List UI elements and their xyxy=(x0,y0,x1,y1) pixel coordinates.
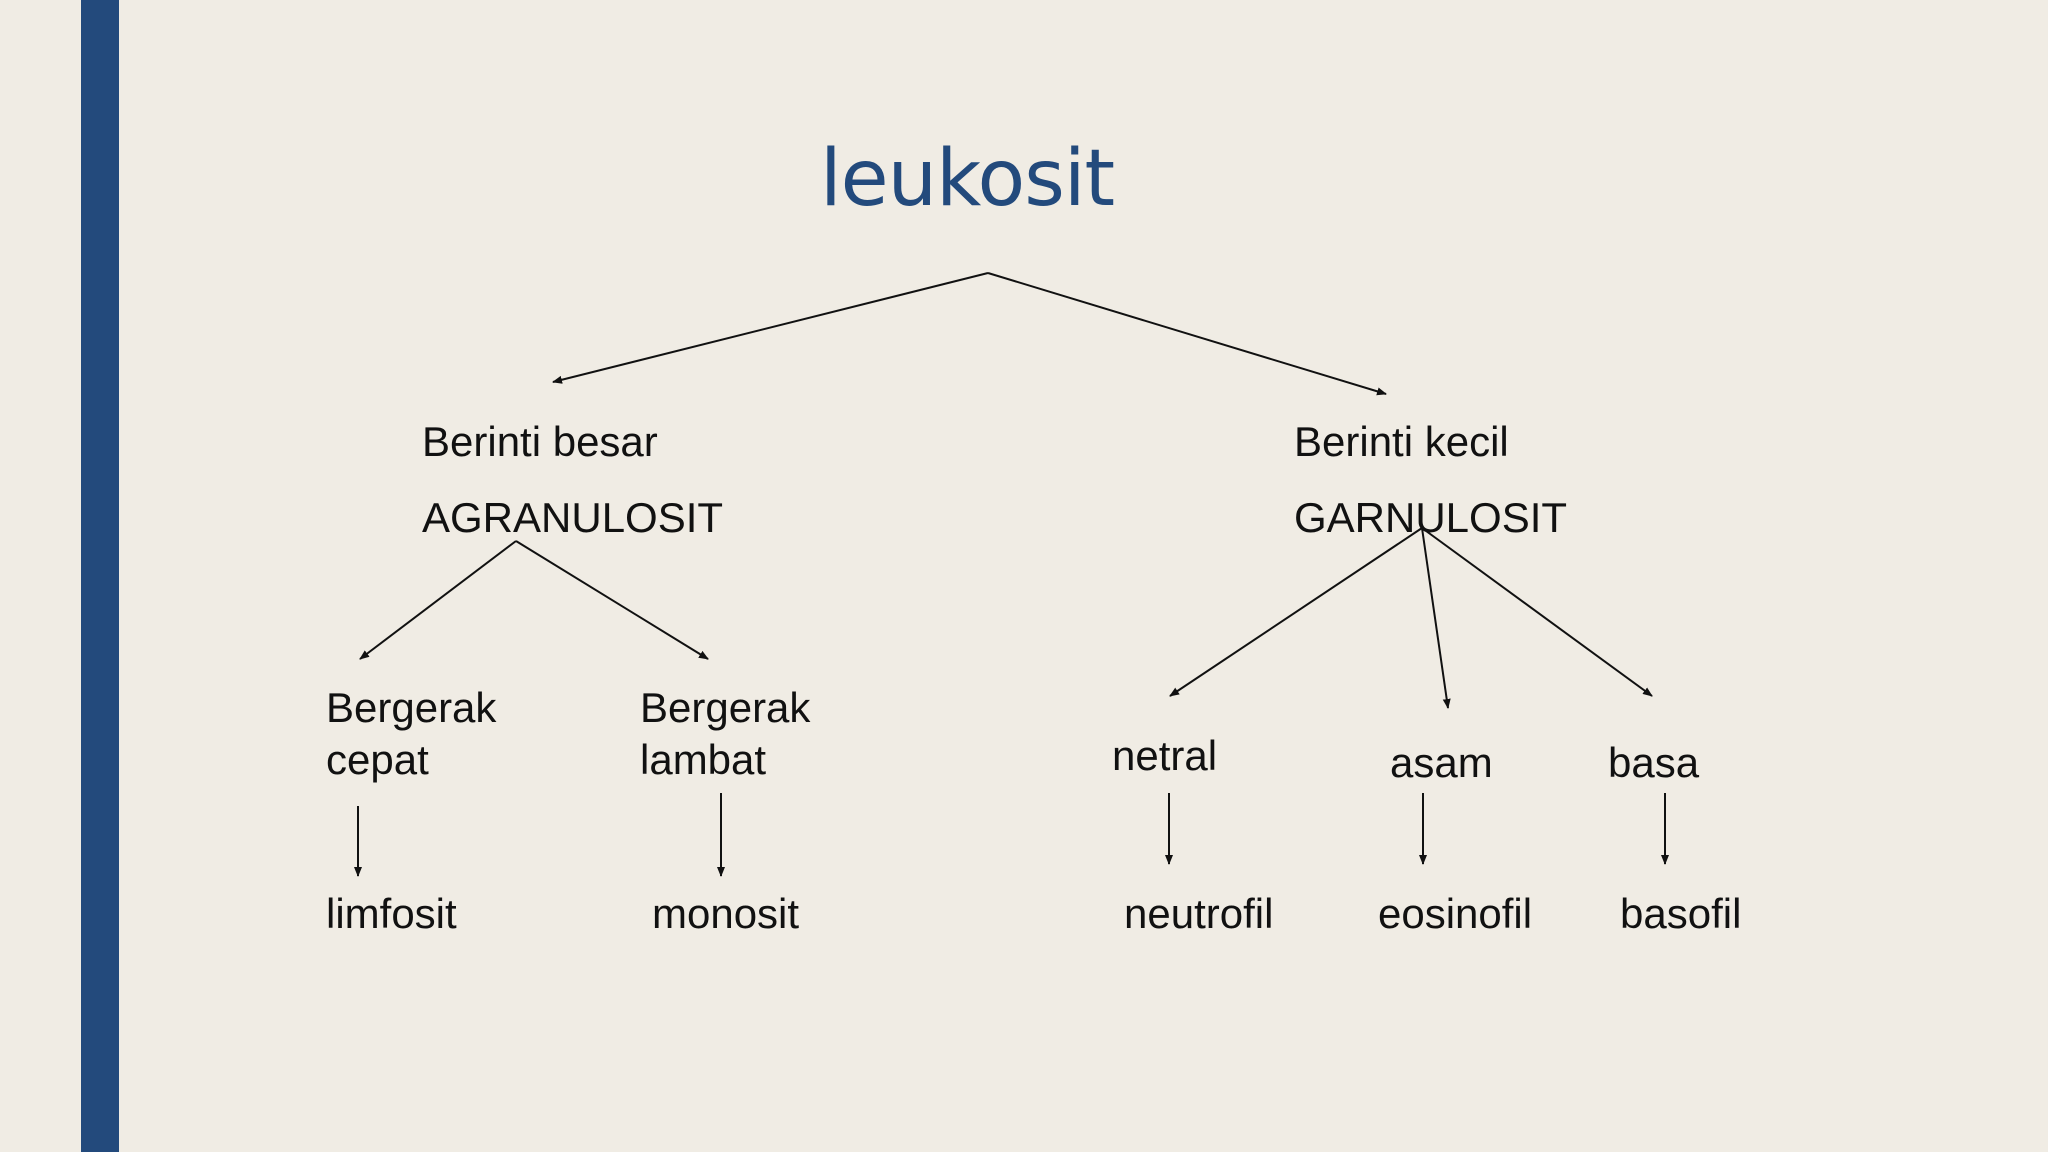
arrow-leukosit-to-berinti-besar xyxy=(552,272,989,384)
node-neutrofil: neutrofil xyxy=(1124,890,1274,937)
node-bergerak-lambat-line-1: Bergerak xyxy=(640,684,811,731)
arrow-garnulosit-to-asam xyxy=(1421,527,1451,709)
arrow-garnulosit-to-netral xyxy=(1169,527,1423,697)
node-asam: asam xyxy=(1390,739,1493,786)
node-netral: netral xyxy=(1112,732,1218,779)
left-accent-bar xyxy=(81,0,119,1152)
node-bergerak-cepat-line-2: cepat xyxy=(326,736,429,783)
node-bergerak-cepat-line-1: Bergerak xyxy=(326,684,497,731)
node-bergerak-lambat-line-2: lambat xyxy=(640,736,767,783)
node-garnulosit: GARNULOSIT xyxy=(1294,494,1568,541)
node-basa: basa xyxy=(1608,739,1700,786)
node-bergerak-lambat: Bergerak lambat xyxy=(640,682,810,786)
node-basofil: basofil xyxy=(1620,890,1742,937)
node-limfosit: limfosit xyxy=(326,890,457,937)
diagram-title: leukosit xyxy=(820,134,1115,224)
node-bergerak-cepat: Bergerak cepat xyxy=(326,682,496,786)
node-berinti-kecil: Berinti kecil xyxy=(1294,418,1509,465)
arrow-agranulosit-to-bergerak-lambat xyxy=(515,540,709,660)
node-berinti-besar: Berinti besar xyxy=(422,418,658,465)
node-eosinofil: eosinofil xyxy=(1378,890,1533,937)
arrow-garnulosit-to-basa xyxy=(1421,527,1653,697)
node-monosit: monosit xyxy=(652,890,800,937)
node-agranulosit: AGRANULOSIT xyxy=(422,494,724,541)
arrow-agranulosit-to-bergerak-cepat xyxy=(359,540,517,660)
arrow-leukosit-to-berinti-kecil xyxy=(987,272,1387,396)
